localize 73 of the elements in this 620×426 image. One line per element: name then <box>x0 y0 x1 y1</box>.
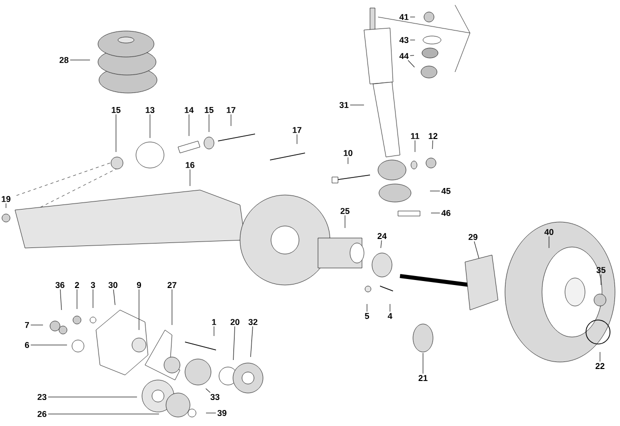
leader-line <box>430 212 440 214</box>
callout-number: 3 <box>90 282 96 288</box>
leader-line <box>408 60 415 68</box>
leader-line <box>432 140 434 150</box>
callout-number: 14 <box>184 107 194 113</box>
callout-number: 12 <box>428 133 438 139</box>
leader-line <box>230 114 232 126</box>
callout-number: 33 <box>210 394 220 400</box>
leader-line <box>366 304 368 312</box>
callout-number: 23 <box>38 394 46 400</box>
leader-line <box>422 352 424 374</box>
leader-line <box>344 215 346 228</box>
callout-number: 26 <box>38 411 46 417</box>
callout-number: 29 <box>468 234 478 240</box>
callout-number: 9 <box>136 282 142 288</box>
callout-number: 17 <box>226 107 236 113</box>
callout-number: 27 <box>168 282 176 288</box>
callout-number: 24 <box>378 233 387 239</box>
leader-line <box>410 55 414 56</box>
callout-number: 7 <box>25 322 29 328</box>
leader-line <box>474 241 480 259</box>
leader-line <box>76 289 78 310</box>
callout-number: 28 <box>60 57 68 63</box>
leader-line <box>296 134 298 144</box>
callout-number: 44 <box>399 53 409 59</box>
callout-number: 19 <box>2 196 10 202</box>
leader-line <box>414 140 416 152</box>
leader-line <box>206 412 216 414</box>
callout-number: 36 <box>55 282 64 288</box>
leader-line <box>600 274 602 286</box>
leader-line <box>113 289 116 306</box>
callout-number: 40 <box>544 229 554 235</box>
callout-number: 32 <box>248 319 258 326</box>
leader-line <box>233 326 236 360</box>
callout-number: 21 <box>418 375 428 381</box>
leader-line <box>92 289 94 308</box>
callout-number: 17 <box>292 127 302 133</box>
callout-number: 1 <box>212 319 216 325</box>
callout-number: 39 <box>217 410 226 416</box>
leader-line <box>208 114 210 132</box>
callout-number: 46 <box>441 210 450 216</box>
leader-line <box>30 344 68 346</box>
callout-number: 25 <box>340 208 350 214</box>
callout-number: 30 <box>108 282 118 288</box>
leader-line <box>548 236 550 248</box>
callout-number: 31 <box>339 102 348 108</box>
callout-number: 5 <box>364 313 370 319</box>
callout-number: 45 <box>441 188 450 194</box>
callout-number: 35 <box>596 267 606 274</box>
leader-line <box>410 16 416 18</box>
leader-line <box>430 190 440 192</box>
callout-number: 11 <box>411 133 420 139</box>
callout-number: 41 <box>399 14 408 20</box>
callout-number: 4 <box>388 313 392 319</box>
leader-line <box>60 289 62 310</box>
callout-number: 6 <box>24 342 30 348</box>
callout-number: 16 <box>186 162 194 168</box>
callout-number: 20 <box>230 319 240 325</box>
leader-line <box>188 114 190 136</box>
callout-number: 13 <box>146 107 154 114</box>
leader-line <box>350 104 364 106</box>
callout-number: 43 <box>399 37 408 44</box>
callout-number: 10 <box>344 150 352 156</box>
leader-line <box>48 396 138 398</box>
callout-number: 22 <box>596 363 604 369</box>
leader-line <box>30 324 44 326</box>
leader-line <box>206 388 210 393</box>
callout-number: 15 <box>204 107 214 113</box>
leader-line <box>380 240 382 248</box>
callout-number: 15 <box>112 107 120 113</box>
callout-number: 2 <box>74 282 80 288</box>
leader-line <box>138 289 140 330</box>
leader-line <box>250 326 253 358</box>
